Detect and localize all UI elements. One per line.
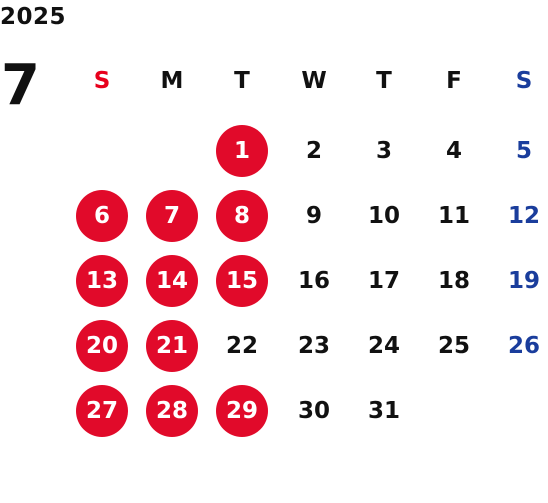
day-cell-highlighted: 27	[85, 397, 118, 424]
weekday-header: F	[446, 67, 462, 94]
day-cell-highlighted: 29	[225, 397, 258, 424]
day-cell: 22	[225, 332, 258, 359]
day-cell: 17	[367, 267, 400, 294]
highlight-circle	[216, 255, 268, 307]
day-cell: 31	[367, 397, 400, 424]
day-cell: 3	[375, 137, 392, 164]
highlight-circle	[76, 190, 128, 242]
day-cell: 2	[305, 137, 322, 164]
month-number: 7	[1, 53, 40, 118]
day-cell: 19	[507, 267, 540, 294]
weekday-header: T	[234, 67, 250, 94]
weekday-header: S	[515, 67, 533, 94]
day-cell: 16	[297, 267, 330, 294]
weekday-header: T	[376, 67, 392, 94]
day-cell: 4	[445, 137, 462, 164]
weekday-header: S	[93, 67, 111, 94]
day-cell: 30	[297, 397, 330, 424]
day-cell-highlighted: 6	[93, 202, 110, 229]
day-cell-highlighted: 20	[85, 332, 118, 359]
highlight-circle	[146, 320, 198, 372]
highlight-circle	[216, 190, 268, 242]
day-cell: 12	[507, 202, 540, 229]
day-cell: 25	[437, 332, 470, 359]
highlight-circle	[216, 385, 268, 437]
highlight-circle	[146, 385, 198, 437]
day-cell: 24	[367, 332, 400, 359]
day-cell-highlighted: 8	[233, 202, 250, 229]
day-cell: 18	[437, 267, 470, 294]
day-cell-highlighted: 13	[85, 267, 118, 294]
day-cell-highlighted: 15	[225, 267, 258, 294]
day-cell-highlighted: 14	[155, 267, 188, 294]
highlight-circle	[76, 385, 128, 437]
day-cell-highlighted: 21	[155, 332, 188, 359]
highlight-circle	[146, 255, 198, 307]
day-cell: 23	[297, 332, 330, 359]
weekday-header: W	[301, 67, 327, 94]
day-cell: 5	[515, 137, 532, 164]
highlight-circle	[76, 320, 128, 372]
day-cell: 11	[437, 202, 470, 229]
day-cell: 26	[507, 332, 540, 359]
highlight-circle	[146, 190, 198, 242]
day-cell-highlighted: 28	[155, 397, 188, 424]
highlight-circle	[76, 255, 128, 307]
day-cell-highlighted: 7	[163, 202, 180, 229]
day-cell: 9	[305, 202, 322, 229]
day-cell: 10	[367, 202, 400, 229]
highlight-circle	[216, 125, 268, 177]
day-cell-highlighted: 1	[233, 137, 250, 164]
year-label: 2025	[0, 4, 67, 30]
weekday-header: M	[160, 67, 184, 94]
